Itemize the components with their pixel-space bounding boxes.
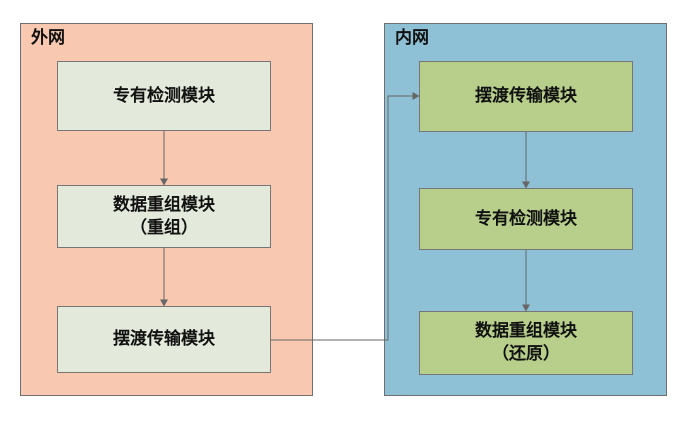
outer-detection-module-label: 专有检测模块 (113, 85, 215, 106)
outer-ferry-module-label: 摆渡传输模块 (113, 329, 215, 350)
outer-data-reassembly-module: 数据重组模块 （重组） (57, 185, 271, 248)
inner-detection-module-label: 专有检测模块 (475, 208, 577, 229)
inner-reassembly-module-label: 数据重组模块 (475, 321, 577, 342)
inner-data-reassembly-module: 数据重组模块 （还原） (419, 311, 633, 375)
outer-dedicated-detection-module: 专有检测模块 (57, 61, 271, 131)
outer-reassembly-module-sublabel: （重组） (130, 217, 198, 238)
inner-ferry-transfer-module: 摆渡传输模块 (419, 61, 633, 132)
outer-network-label: 外网 (31, 28, 65, 48)
outer-reassembly-module-label: 数据重组模块 (113, 194, 215, 215)
inner-reassembly-module-sublabel: （还原） (492, 344, 560, 364)
outer-ferry-transfer-module: 摆渡传输模块 (57, 306, 271, 373)
inner-ferry-module-label: 摆渡传输模块 (475, 86, 577, 107)
inner-network-label: 内网 (395, 28, 429, 48)
inner-dedicated-detection-module: 专有检测模块 (419, 188, 633, 250)
